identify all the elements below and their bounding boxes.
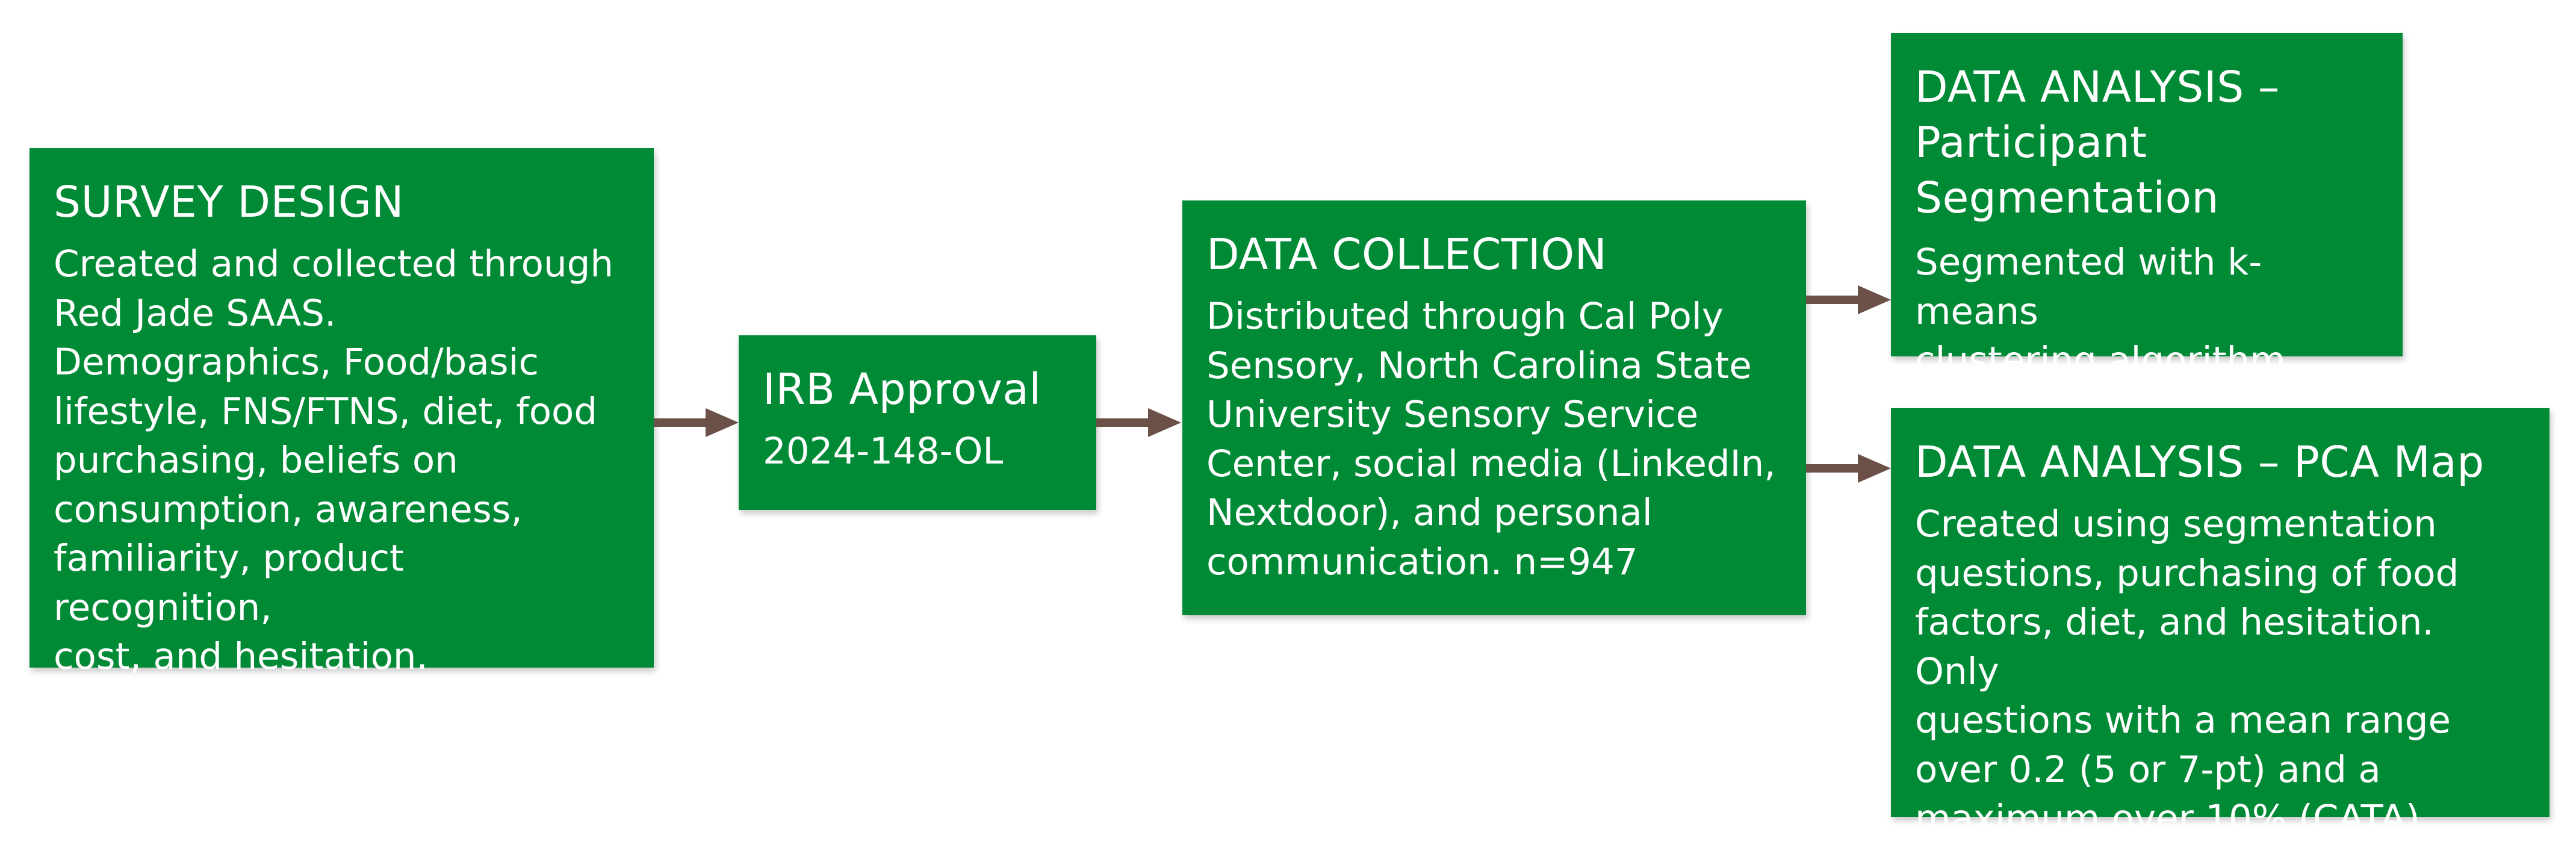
arrow-collection-to-segmentation <box>1806 285 1891 314</box>
text-line: Sensory, North Carolina State <box>1206 344 1752 387</box>
text-line: lifestyle, FNS/FTNS, diet, food <box>54 389 598 433</box>
irb-approval-text: 2024-148-OL <box>763 427 1072 476</box>
text-line: University Sensory Service <box>1206 393 1699 436</box>
text-line: clustering algorithm <box>1915 339 2286 382</box>
text-line: Created using segmentation <box>1915 503 2437 545</box>
pca-map-title: DATA ANALYSIS – PCA Map <box>1915 437 2484 487</box>
text-line: familiarity, product recognition, <box>54 537 404 629</box>
irb-approval-title: IRB Approval <box>763 364 1041 414</box>
text-line: purchasing, beliefs on <box>54 439 458 482</box>
text-line: consumption, awareness, <box>54 488 523 531</box>
irb-approval-box: IRB Approval 2024-148-OL <box>739 335 1096 510</box>
text-line: communication. n=947 <box>1206 540 1638 583</box>
pca-map-text: Created using segmentation questions, pu… <box>1915 500 2525 843</box>
text-line: cost, and hesitation. <box>54 635 428 678</box>
data-collection-text: Distributed through Cal Poly Sensory, No… <box>1206 292 1782 586</box>
title-line: Segmentation <box>1915 173 2220 223</box>
text-line: Red Jade SAAS. <box>54 291 337 335</box>
text-line: Demographics, Food/basic <box>54 341 539 383</box>
text-line: over 0.2 (5 or 7-pt) and a <box>1915 748 2381 791</box>
text-line: factors, diet, and hesitation. Only <box>1915 601 2434 693</box>
text-line: maximum over 10% (CATA). <box>1915 797 2432 840</box>
text-line: Segmented with k-means <box>1915 241 2262 333</box>
text-line: Nextdoor), and personal <box>1206 491 1653 534</box>
survey-design-title: SURVEY DESIGN <box>54 177 405 227</box>
arrow-collection-to-pca <box>1806 454 1891 483</box>
data-collection-box: DATA COLLECTION Distributed through Cal … <box>1182 200 1806 615</box>
arrow-irb-to-collection <box>1096 408 1181 437</box>
segmentation-text: Segmented with k-means clustering algori… <box>1915 238 2379 385</box>
text-line: Center, social media (LinkedIn, <box>1206 442 1776 485</box>
segmentation-box: DATA ANALYSIS – Participant Segmentation… <box>1891 33 2403 382</box>
text-line: questions with a mean range <box>1915 699 2451 742</box>
segmentation-title: DATA ANALYSIS – Participant Segmentation <box>1915 60 2379 226</box>
survey-design-text: Created and collected through Red Jade S… <box>54 240 630 681</box>
text-line: questions, purchasing of food <box>1915 551 2459 595</box>
text-line: Created and collected through <box>54 243 614 285</box>
text-line: Distributed through Cal Poly <box>1206 295 1724 338</box>
title-line: DATA ANALYSIS – <box>1915 62 2280 112</box>
arrow-survey-to-irb <box>654 408 739 437</box>
text-line: 2024-148-OL <box>763 430 1004 473</box>
survey-design-box: SURVEY DESIGN Created and collected thro… <box>29 148 654 678</box>
title-line: Participant <box>1915 117 2147 167</box>
data-collection-title: DATA COLLECTION <box>1206 229 1607 279</box>
pca-map-box: DATA ANALYSIS – PCA Map Created using se… <box>1891 408 2550 840</box>
